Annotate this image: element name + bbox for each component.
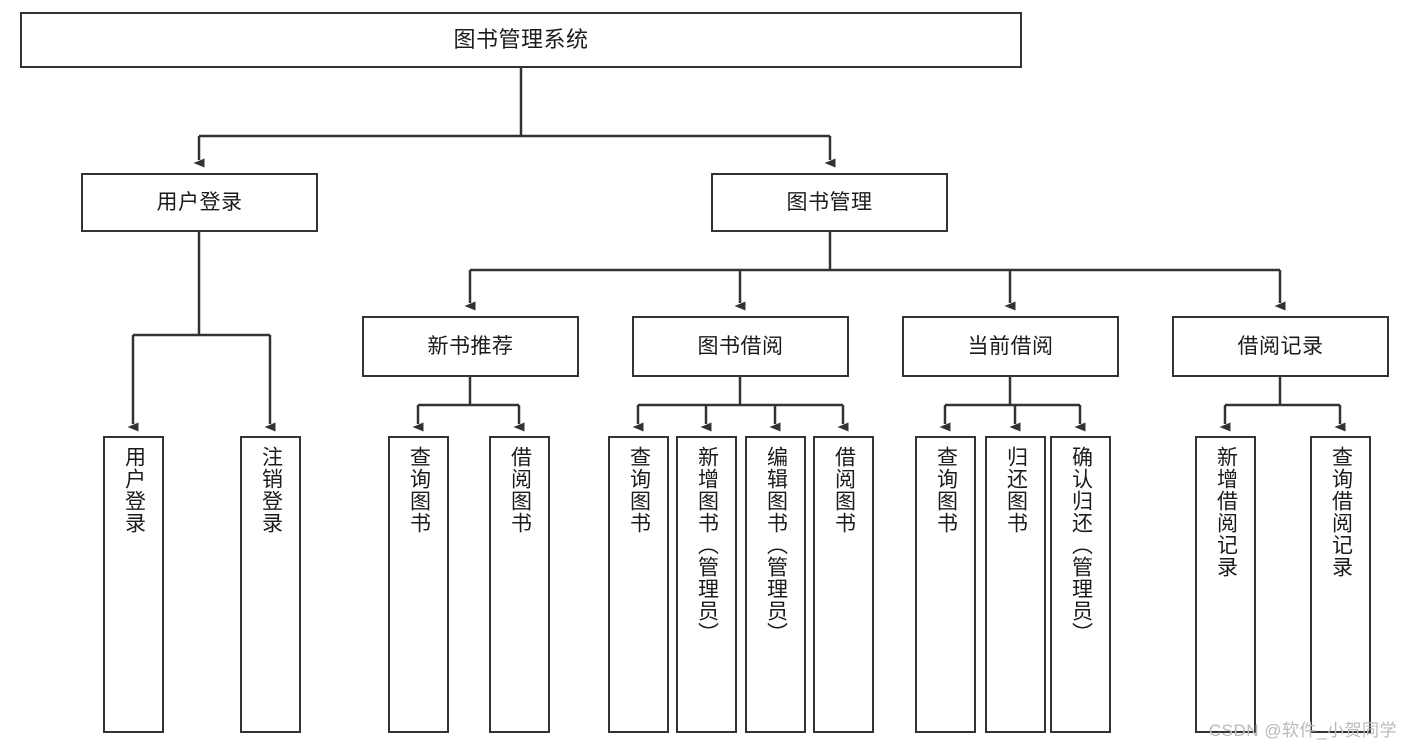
node-leaf-add-record[interactable]: 新增借阅记录 — [1195, 436, 1256, 733]
node-leaf-confirm-return[interactable]: 确认归还（管理员） — [1050, 436, 1111, 733]
node-leaf-edit-book-label: 编辑图书（管理员） — [764, 446, 788, 644]
node-leaf-query-record[interactable]: 查询借阅记录 — [1310, 436, 1371, 733]
node-leaf-add-book[interactable]: 新增图书（管理员） — [676, 436, 737, 733]
node-current-borrow-label: 当前借阅 — [967, 334, 1054, 358]
node-borrow-record[interactable]: 借阅记录 — [1172, 316, 1389, 377]
node-leaf-query-book-3-label: 查询图书 — [934, 446, 958, 534]
node-leaf-query-book-1-label: 查询图书 — [407, 446, 431, 534]
node-book-borrow[interactable]: 图书借阅 — [632, 316, 849, 377]
node-leaf-query-book-1[interactable]: 查询图书 — [388, 436, 449, 733]
node-leaf-return-book-label: 归还图书 — [1004, 446, 1028, 534]
node-leaf-query-book-2-label: 查询图书 — [627, 446, 651, 534]
node-root[interactable]: 图书管理系统 — [20, 12, 1022, 68]
node-current-borrow[interactable]: 当前借阅 — [902, 316, 1119, 377]
node-borrow-record-label: 借阅记录 — [1237, 334, 1324, 358]
watermark: CSDN @软件_小贺同学 — [1208, 721, 1397, 740]
node-leaf-return-book[interactable]: 归还图书 — [985, 436, 1046, 733]
node-user-login[interactable]: 用户登录 — [81, 173, 318, 232]
node-book-manage-label: 图书管理 — [786, 190, 873, 214]
node-leaf-borrow-book-1[interactable]: 借阅图书 — [489, 436, 550, 733]
node-book-borrow-label: 图书借阅 — [697, 334, 784, 358]
node-leaf-edit-book[interactable]: 编辑图书（管理员） — [745, 436, 806, 733]
node-root-label: 图书管理系统 — [453, 26, 589, 52]
node-leaf-add-record-label: 新增借阅记录 — [1214, 446, 1238, 578]
node-new-book-rec-label: 新书推荐 — [427, 334, 514, 358]
node-leaf-add-book-label: 新增图书（管理员） — [695, 446, 719, 644]
node-leaf-user-login[interactable]: 用户登录 — [103, 436, 164, 733]
node-leaf-user-login-label: 用户登录 — [122, 446, 146, 534]
node-new-book-rec[interactable]: 新书推荐 — [362, 316, 579, 377]
node-leaf-logout-label: 注销登录 — [259, 446, 283, 534]
node-leaf-borrow-book-2-label: 借阅图书 — [832, 446, 856, 534]
node-leaf-borrow-book-1-label: 借阅图书 — [508, 446, 532, 534]
node-user-login-label: 用户登录 — [156, 190, 243, 214]
node-book-manage[interactable]: 图书管理 — [711, 173, 948, 232]
node-leaf-query-book-3[interactable]: 查询图书 — [915, 436, 976, 733]
node-leaf-borrow-book-2[interactable]: 借阅图书 — [813, 436, 874, 733]
node-leaf-query-record-label: 查询借阅记录 — [1329, 446, 1353, 578]
node-leaf-query-book-2[interactable]: 查询图书 — [608, 436, 669, 733]
node-leaf-logout[interactable]: 注销登录 — [240, 436, 301, 733]
node-leaf-confirm-return-label: 确认归还（管理员） — [1069, 446, 1093, 644]
